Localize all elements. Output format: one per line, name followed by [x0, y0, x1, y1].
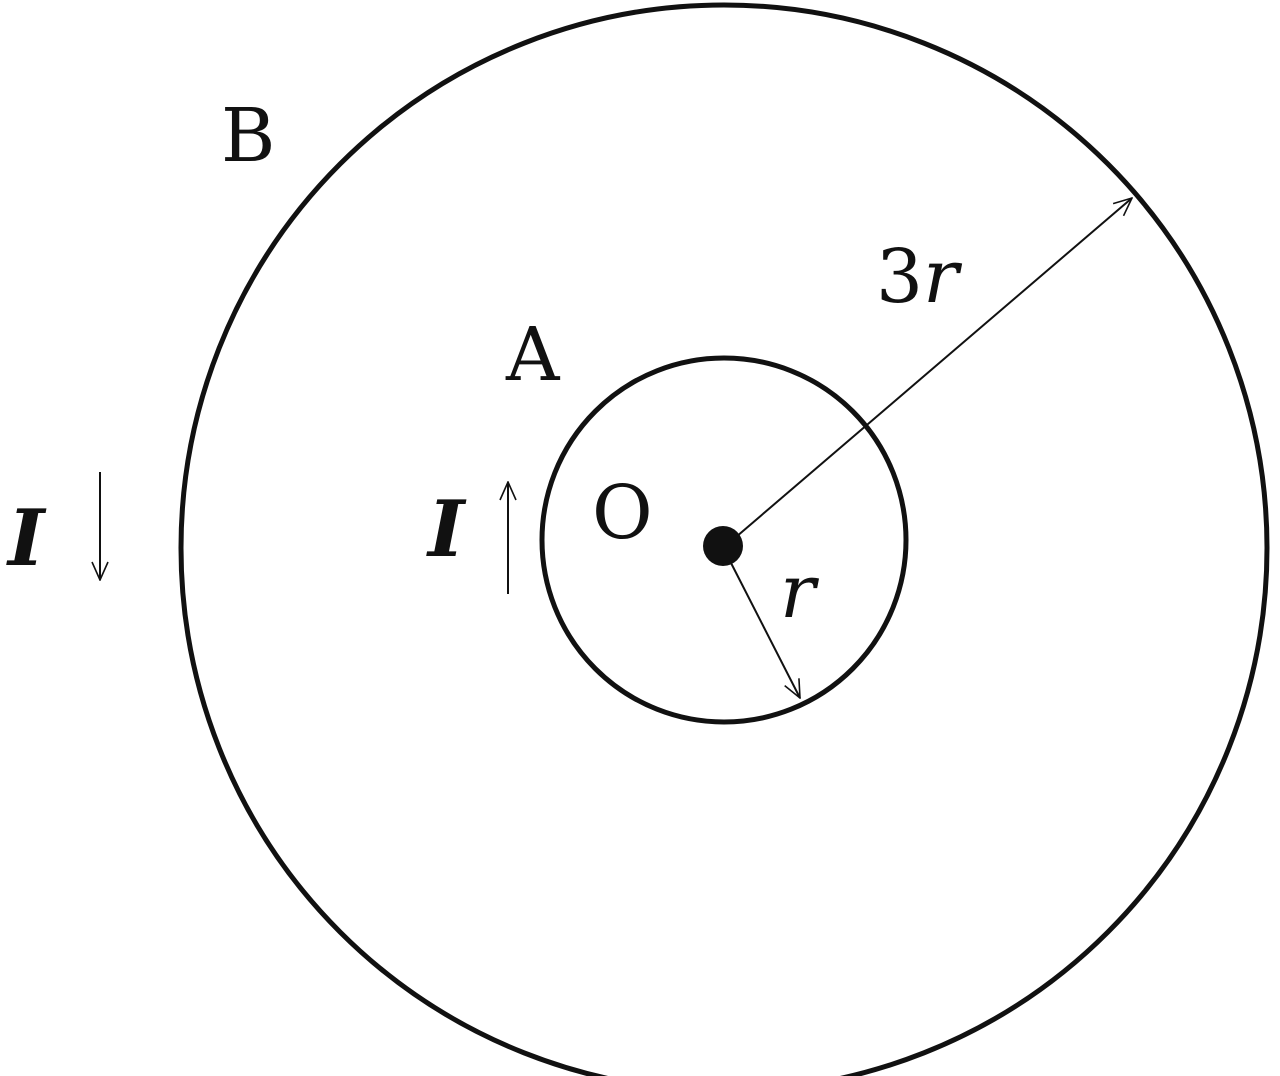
inner-radius-label: r	[780, 549, 820, 635]
outer-loop-b	[178, 2, 1270, 1076]
inner-loop-label: A	[505, 312, 561, 398]
inner-loop-a	[539, 355, 909, 725]
inner-radius-arrow	[729, 560, 800, 698]
outer-loop-label: B	[221, 93, 275, 179]
outer-radius-label: 3r	[876, 234, 963, 320]
outer-radius-coef: 3	[876, 234, 923, 320]
center-label: O	[592, 470, 653, 556]
outer-radius-arrow	[735, 198, 1132, 538]
current-label-outer: I	[6, 493, 47, 584]
current-label-inner: I	[426, 484, 467, 575]
center-point	[703, 526, 743, 566]
outer-radius-symbol: r	[923, 234, 963, 320]
